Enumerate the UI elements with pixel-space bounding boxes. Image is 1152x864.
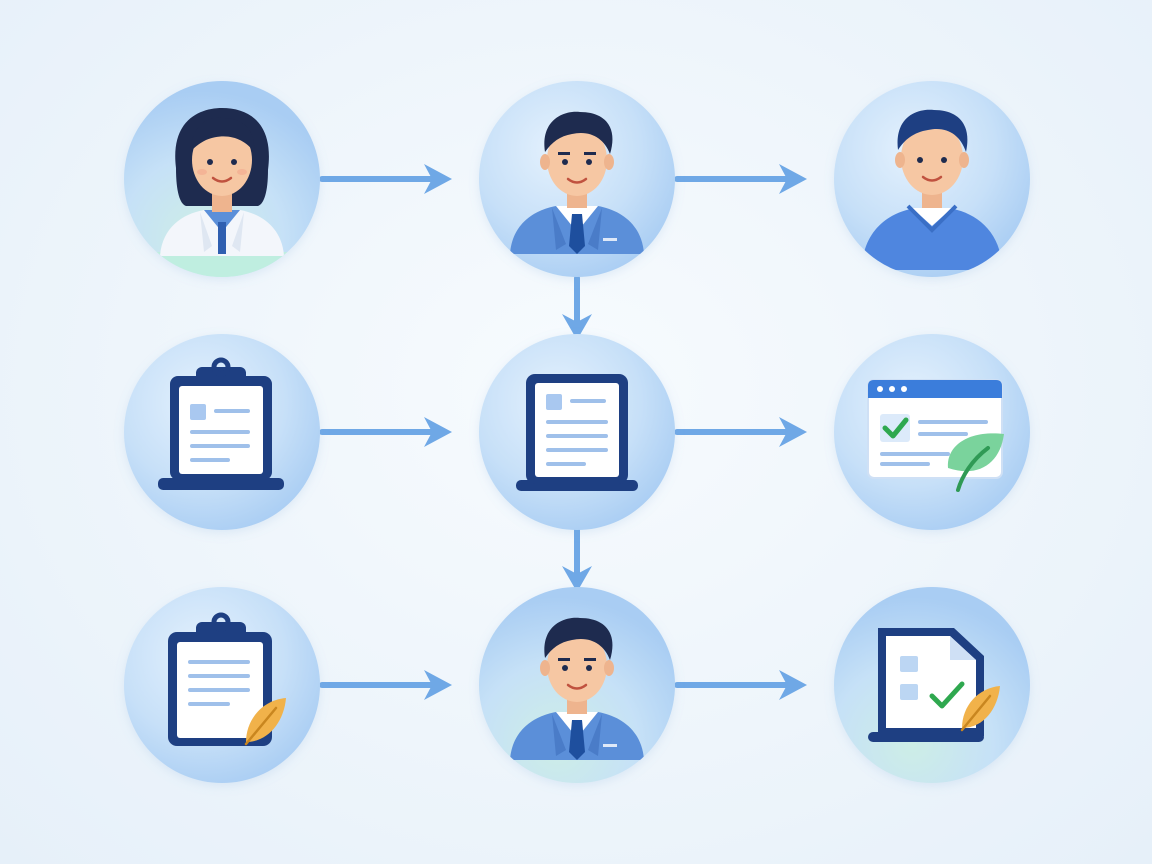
edge-businessman-to-sweater (674, 164, 807, 194)
edge-female-to-businessman (319, 164, 452, 194)
businessman-icon (510, 617, 644, 760)
clipboard-icon (158, 357, 284, 490)
female-professional-icon (150, 108, 300, 277)
approved-browser-icon (867, 379, 1004, 492)
edge-clipboard-to-document (319, 417, 452, 447)
connectors (319, 164, 807, 700)
leaf-icon (947, 433, 1004, 492)
document-icon (516, 374, 638, 491)
edge-document-to-businessman-2 (562, 527, 592, 592)
edge-signed-clipboard-to-businessman-2 (319, 670, 452, 700)
businessman-icon (510, 111, 644, 254)
signed-checklist-icon (868, 628, 1000, 742)
edge-document-to-browser (674, 417, 807, 447)
quill-icon (244, 698, 286, 746)
edge-businessman-2-to-checklist (674, 670, 807, 700)
person-sweater-icon (862, 109, 1002, 270)
signed-clipboard-icon (168, 612, 286, 746)
edge-businessman-to-document (562, 275, 592, 340)
quill-icon (960, 686, 1000, 732)
